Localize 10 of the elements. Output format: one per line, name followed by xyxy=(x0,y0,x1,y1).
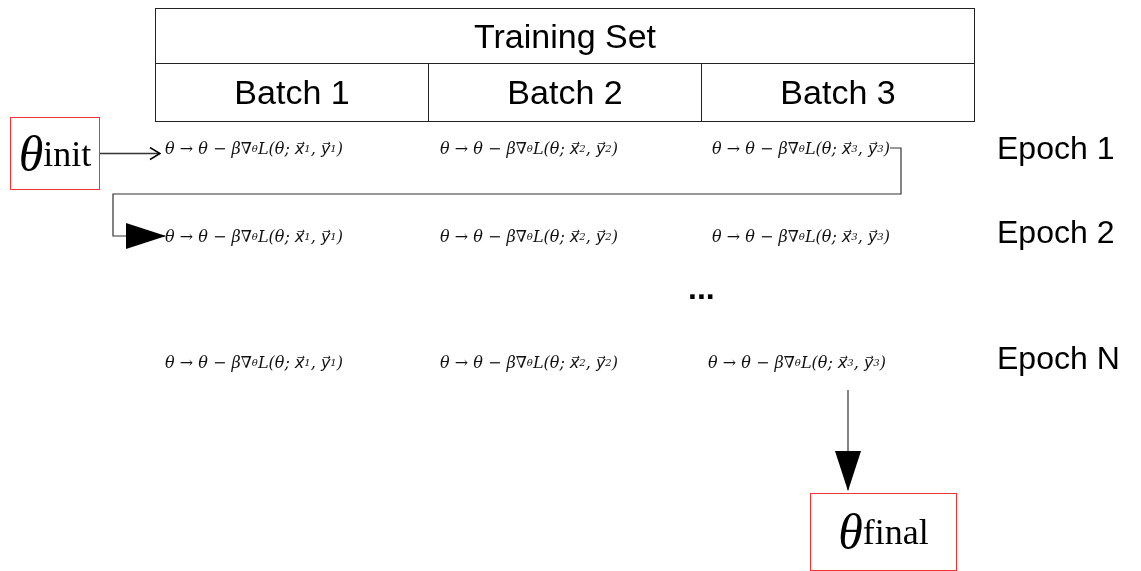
arrow xyxy=(112,147,902,249)
table-cell: Batch 1 xyxy=(155,63,429,122)
epoch-label: Epoch 1 xyxy=(997,130,1115,167)
epoch-label: Epoch N xyxy=(997,340,1120,377)
ellipsis: ... xyxy=(688,270,715,307)
table-cell: Batch 3 xyxy=(701,63,975,122)
table-header-cell: Training Set xyxy=(155,8,975,64)
arrow xyxy=(99,146,161,161)
arrow xyxy=(835,389,861,491)
epoch-label: Epoch 2 xyxy=(997,214,1115,251)
